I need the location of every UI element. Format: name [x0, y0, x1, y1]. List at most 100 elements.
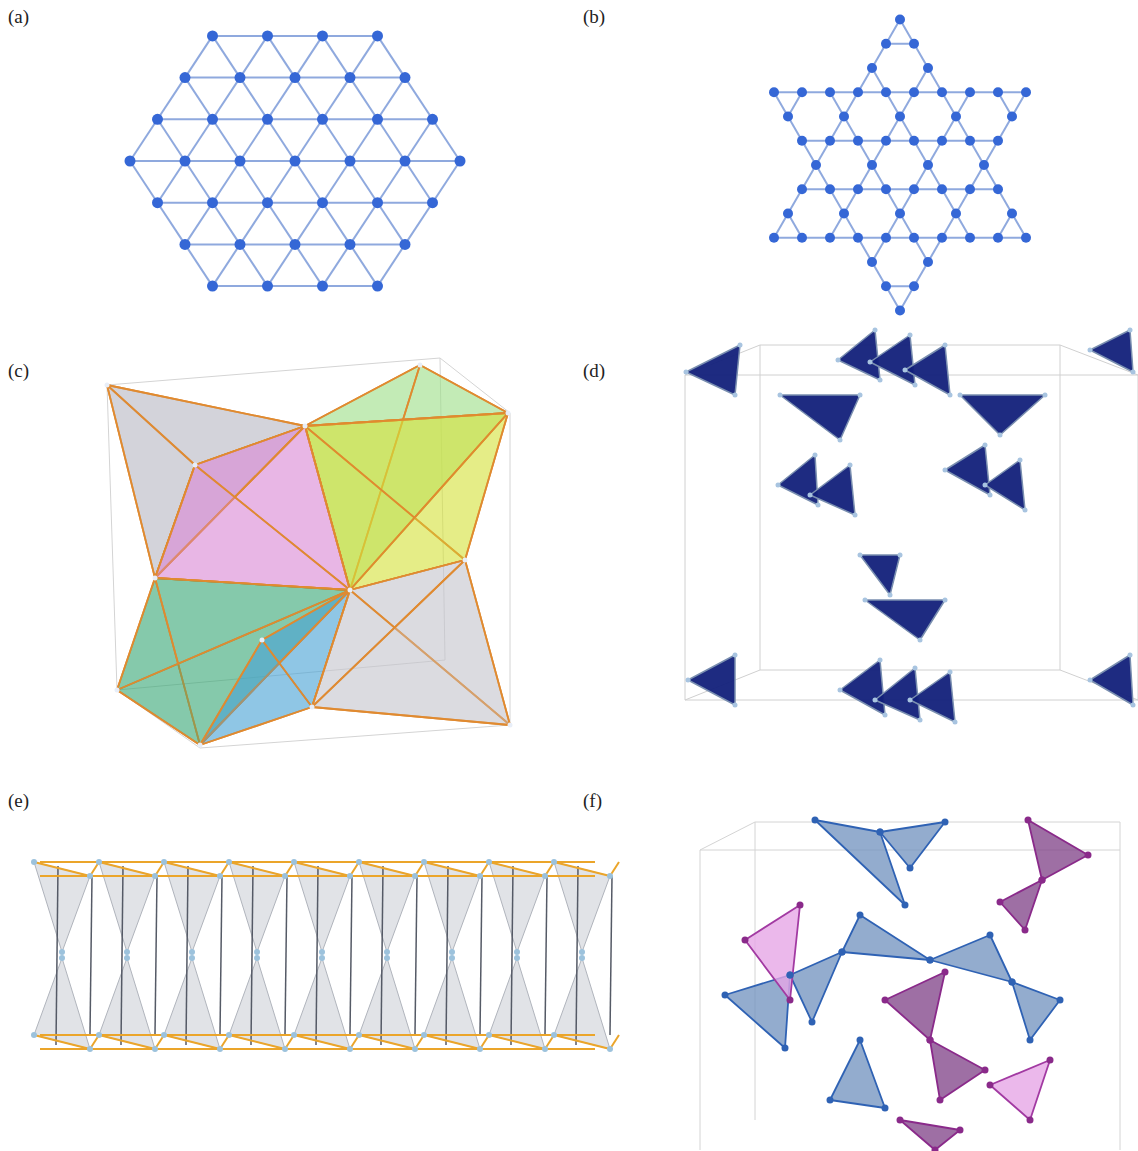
lattice-site — [372, 114, 383, 125]
lattice-bond — [295, 77, 350, 79]
lattice-bond — [240, 161, 268, 203]
lattice-site — [1023, 508, 1028, 513]
panel-label: (d) — [583, 360, 605, 382]
lattice-site — [948, 393, 953, 398]
cell-outline — [285, 876, 287, 1035]
lattice-site — [1027, 1037, 1034, 1044]
lattice-site — [787, 972, 794, 979]
lattice-site — [579, 955, 585, 961]
lattice-bond — [433, 161, 461, 203]
lattice-site — [909, 87, 919, 97]
cell-outline — [545, 876, 547, 1035]
lattice-site — [317, 197, 328, 208]
lattice-site — [198, 743, 203, 748]
lattice-site — [684, 370, 689, 375]
lattice-site — [1039, 877, 1046, 884]
lattice-site — [421, 859, 427, 865]
lattice-bond — [295, 161, 323, 203]
lattice-site — [356, 859, 362, 865]
lattice-bond — [378, 78, 406, 120]
lattice-site — [1131, 703, 1136, 708]
triangle-face — [930, 1040, 985, 1100]
lattice-site — [937, 136, 947, 146]
lattice-bond — [433, 119, 461, 161]
lattice-site — [987, 932, 994, 939]
lattice-bond — [378, 244, 406, 286]
lattice-site — [31, 1032, 37, 1038]
lattice-site — [987, 1082, 994, 1089]
lattice-site — [291, 1032, 297, 1038]
lattice-site — [808, 493, 813, 498]
lattice-bond — [323, 202, 378, 204]
lattice-site — [455, 156, 466, 167]
lattice-site — [909, 281, 919, 291]
lattice-site — [449, 949, 455, 955]
lattice-bond — [405, 78, 433, 120]
lattice-site — [881, 87, 891, 97]
triangle-framework — [684, 328, 1138, 725]
lattice-bond — [268, 36, 296, 78]
lattice-site — [1039, 877, 1046, 884]
lattice-site — [356, 1032, 362, 1038]
lattice-bond — [268, 118, 323, 120]
lattice-site — [384, 955, 390, 961]
triangle-face — [885, 972, 945, 1040]
tetrahedron-face — [117, 590, 350, 745]
lattice-bond — [185, 36, 213, 78]
lattice-site — [427, 197, 438, 208]
cell-outline — [685, 375, 686, 700]
panel-label: (a) — [8, 6, 29, 28]
lattice-site — [1022, 927, 1029, 934]
lattice-site — [948, 670, 953, 675]
lattice-bond — [378, 202, 433, 204]
lattice-site — [152, 1046, 158, 1052]
lattice-site — [514, 949, 520, 955]
lattice-site — [31, 859, 37, 865]
lattice-site — [863, 598, 868, 603]
lattice-bond — [295, 203, 323, 245]
lattice-site — [858, 393, 863, 398]
lattice-site — [486, 859, 492, 865]
lattice-site — [913, 666, 918, 671]
triangle-face — [880, 822, 945, 868]
lattice-bond — [240, 160, 295, 162]
lattice-bond — [350, 161, 378, 203]
triangle-face — [830, 1040, 885, 1108]
lattice-site — [827, 1097, 834, 1104]
lattice-bond — [350, 36, 378, 78]
lattice-bond — [378, 119, 406, 161]
lattice-site — [152, 197, 163, 208]
cell-outline — [359, 862, 415, 876]
lattice-site — [1088, 348, 1093, 353]
cell-outline — [446, 866, 448, 1045]
lattice-site — [486, 1032, 492, 1038]
lattice-bond — [323, 118, 378, 120]
cell-outline — [99, 1035, 155, 1049]
lattice-site — [927, 1037, 934, 1044]
lattice-site — [965, 136, 975, 146]
lattice-site — [733, 653, 738, 658]
lattice-site — [551, 1032, 557, 1038]
lattice-site — [1009, 979, 1016, 986]
lattice-bond — [268, 244, 296, 286]
lattice-site — [907, 865, 914, 872]
lattice-site — [207, 197, 218, 208]
triangle-face — [745, 905, 800, 1000]
lattice-site — [813, 453, 818, 458]
lattice-site — [867, 63, 877, 73]
lattice-site — [797, 87, 807, 97]
lattice-bond — [350, 203, 378, 245]
lattice-site — [262, 30, 273, 41]
lattice-site — [421, 1032, 427, 1038]
lattice-bond — [350, 119, 378, 161]
lattice-bond — [158, 78, 186, 120]
cell-outline — [34, 862, 90, 876]
lattice-site — [180, 239, 191, 250]
lattice-site — [903, 368, 908, 373]
lattice-site — [319, 949, 325, 955]
lattice-site — [853, 87, 863, 97]
lattice-site — [811, 160, 821, 170]
lattice-site — [997, 899, 1004, 906]
lattice-site — [226, 1032, 232, 1038]
lattice-site — [825, 184, 835, 194]
